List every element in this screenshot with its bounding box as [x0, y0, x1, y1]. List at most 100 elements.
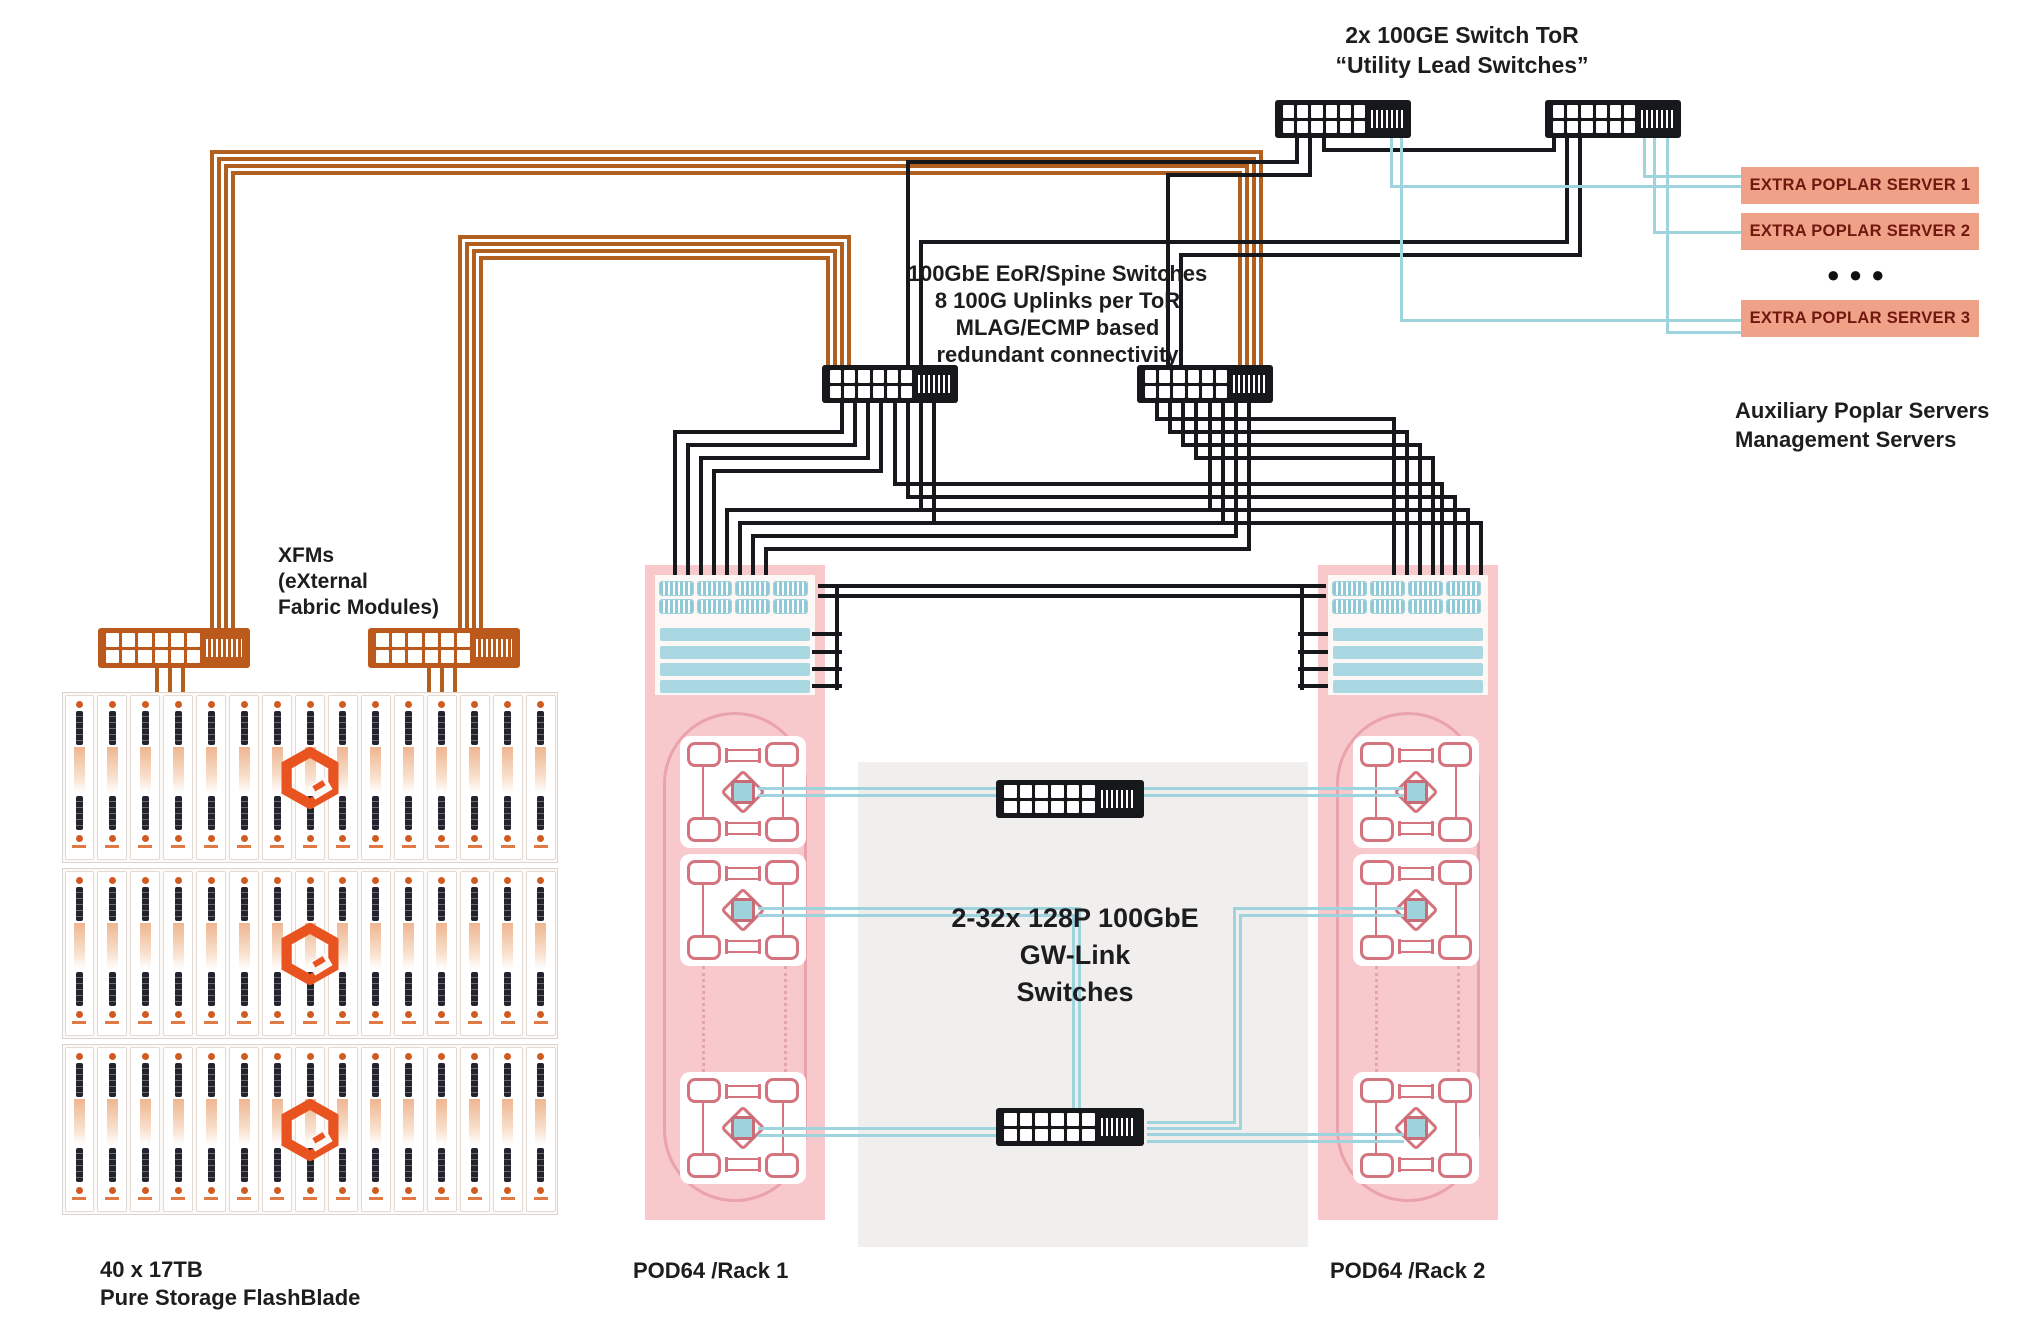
cable-segment — [758, 787, 999, 790]
ipu-node-icon — [1360, 1153, 1394, 1178]
cable-segment — [1155, 417, 1396, 421]
cable-segment — [1245, 164, 1249, 365]
ipu-node-icon — [1398, 866, 1434, 881]
ipu-node-icon — [1438, 742, 1472, 767]
cable-segment — [1147, 1127, 1242, 1130]
tor-port-chip-icon — [735, 599, 770, 614]
tor-port-chip-icon — [735, 581, 770, 596]
server-label: EXTRA POPLAR SERVER 2 — [1749, 222, 1971, 240]
ipu-node-icon — [765, 1153, 799, 1178]
cable-segment — [812, 650, 842, 654]
cable-segment — [758, 907, 1081, 910]
ipu-node-icon — [1360, 742, 1394, 767]
flashblade-blade — [64, 871, 95, 1036]
cable-segment — [217, 157, 221, 628]
cable-segment — [1653, 138, 1656, 234]
cable-segment — [1300, 584, 1304, 690]
cable-segment — [699, 456, 703, 575]
xfm-module-1 — [98, 628, 250, 668]
cable-segment — [1643, 138, 1646, 178]
barcode-icon — [206, 638, 242, 658]
switch-ports-icon — [1283, 105, 1366, 133]
flashblade-blade — [393, 1047, 424, 1212]
pod64-rack1-caption: POD64 /Rack 1 — [633, 1258, 789, 1283]
ipu-node-icon — [725, 866, 761, 881]
cable-segment — [1666, 331, 1744, 334]
ipu-chip-icon — [1404, 1116, 1428, 1140]
cable-segment — [812, 632, 842, 636]
switch-ports-icon — [1004, 1113, 1096, 1141]
rack1-continuation-dots — [784, 966, 787, 1072]
ipu-node-icon — [687, 817, 721, 842]
ipu-node-icon — [1398, 748, 1434, 763]
flashblade-blade — [196, 1047, 227, 1212]
rack2-tor-panel — [1328, 575, 1488, 695]
server-sled-bar — [660, 646, 810, 659]
cable-segment — [879, 403, 883, 469]
flashblade-blade — [492, 695, 523, 860]
barcode-icon — [1371, 110, 1403, 128]
server-sled-bar — [660, 663, 810, 676]
tor-port-chip-icon — [697, 599, 732, 614]
cable-segment — [1298, 632, 1328, 636]
cable-segment — [919, 240, 1569, 244]
flashblade-blade — [525, 695, 556, 860]
switch-ports-icon — [1004, 785, 1096, 813]
server-sled-bar — [660, 628, 810, 641]
xfm-label-line1: XFMs — [278, 544, 335, 567]
ipu-node-icon — [1398, 1084, 1434, 1099]
flashblade-blade — [360, 871, 391, 1036]
cable-segment — [479, 256, 483, 628]
flashblade-blade — [196, 871, 227, 1036]
switch-ports-icon — [1553, 105, 1636, 133]
ipu-node-icon — [1438, 1153, 1472, 1178]
cable-segment — [1298, 650, 1328, 654]
cable-segment — [853, 403, 857, 443]
cable-segment — [1221, 403, 1225, 521]
ipu-chip-icon — [1404, 898, 1428, 922]
tor-port-chip-icon — [773, 599, 808, 614]
cable-segment — [210, 150, 1262, 154]
server-sled-bar — [1333, 646, 1483, 659]
cable-segment — [1147, 1121, 1236, 1124]
ipu-node-icon — [687, 860, 721, 885]
ipu-node-icon — [1398, 939, 1434, 954]
cable-segment — [1194, 456, 1435, 460]
ipu-node-icon — [1398, 1157, 1434, 1172]
utility-lead-switch-1 — [1275, 100, 1411, 138]
ipu-node-icon — [725, 1084, 761, 1099]
tor-port-chip-icon — [1446, 599, 1481, 614]
ipu-node-icon — [765, 817, 799, 842]
flashblade-chassis — [62, 1044, 558, 1215]
cable-segment — [168, 668, 172, 692]
cable-segment — [1234, 403, 1238, 534]
tor-port-chip-icon — [1370, 599, 1405, 614]
ipu-node-icon — [1438, 935, 1472, 960]
cable-segment — [1565, 138, 1569, 244]
cable-segment — [866, 403, 870, 456]
ipu-node-icon — [1375, 885, 1377, 935]
cable-segment — [1400, 319, 1744, 322]
cable-segment — [1239, 914, 1242, 1130]
flashblade-blade — [525, 871, 556, 1036]
utility-tor-label-line2: “Utility Lead Switches” — [1335, 52, 1589, 78]
cable-segment — [686, 443, 690, 575]
ipu-node-icon — [765, 860, 799, 885]
flashblade-blade — [196, 695, 227, 860]
flashblade-blade — [426, 871, 457, 1036]
cable-segment — [812, 667, 842, 671]
tor-port-chip-icon — [697, 581, 732, 596]
flashblade-blade — [459, 871, 490, 1036]
cable-segment — [893, 482, 1444, 486]
flashblade-blade — [229, 871, 260, 1036]
ipu-node-icon — [702, 885, 704, 935]
flashblade-blade — [525, 1047, 556, 1212]
cable-segment — [224, 164, 1248, 168]
flashblade-blade — [130, 871, 161, 1036]
cable-segment — [764, 547, 768, 575]
ipu-node-icon — [1438, 1078, 1472, 1103]
flashblade-blade — [97, 871, 128, 1036]
rack2-ipu-card-2 — [1353, 854, 1479, 966]
cable-segment — [181, 668, 185, 692]
ipu-node-icon — [1360, 860, 1394, 885]
